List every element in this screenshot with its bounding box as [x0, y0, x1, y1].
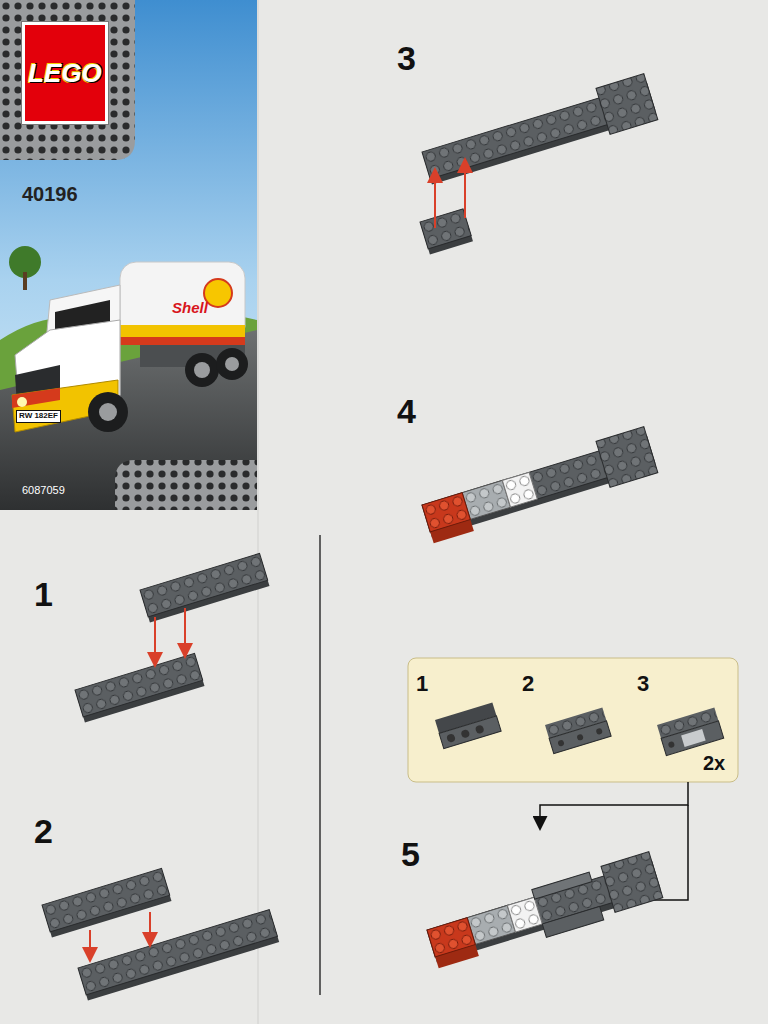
- brand-text: Shell: [172, 300, 208, 317]
- step-number: 5: [401, 836, 420, 873]
- product-code: 6087059: [22, 484, 65, 496]
- step-number: 2: [34, 813, 53, 850]
- callout-number: 3: [637, 672, 649, 696]
- license-plate: RW 182EF: [16, 410, 61, 423]
- step-number: 1: [34, 576, 53, 613]
- callout-number: 1: [416, 672, 428, 696]
- set-number: 40196: [22, 183, 78, 205]
- logo-box: LEGO: [22, 22, 108, 124]
- step-number: 4: [397, 393, 416, 430]
- logo-text: LEGO: [28, 59, 102, 88]
- callout-box: 1 2 3 2x: [408, 658, 738, 782]
- quantity: 2x: [703, 752, 725, 774]
- step-number: 3: [397, 40, 416, 77]
- callout-number: 2: [522, 672, 534, 696]
